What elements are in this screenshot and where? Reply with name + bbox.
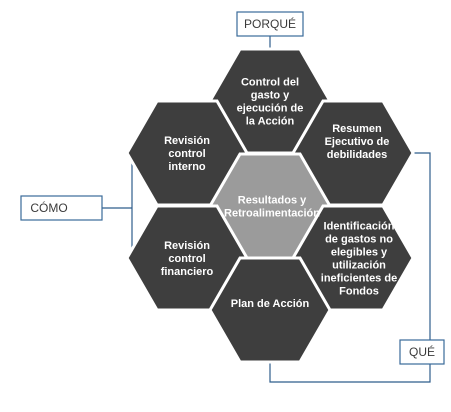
hexagon-label-line: ejecución de — [237, 103, 304, 115]
hexagon-label-line: Retroalimentación — [224, 208, 320, 220]
que-label: QUÉ — [409, 344, 435, 359]
label-boxes: PORQUÉ CÓMO QUÉ — [20, 11, 445, 365]
hexagons — [125, 47, 415, 364]
que-box — [399, 339, 445, 365]
hexagon-label-line: Resultados y — [238, 195, 307, 207]
como-box — [20, 195, 103, 221]
hexagon-label-line: Control del — [241, 77, 299, 89]
porque-label: PORQUÉ — [244, 16, 296, 31]
hexagon-label-line: elegibles y — [331, 247, 388, 259]
hexagon-label-line: de gastos no — [325, 234, 393, 246]
hexagon-label-line: Revisión — [164, 135, 210, 147]
hexagon-label-line: control — [168, 148, 205, 160]
hexagon-bottom — [208, 256, 332, 364]
como-label: CÓMO — [30, 200, 67, 215]
porque-box — [236, 11, 304, 37]
hexagon-label-line: utilización — [332, 260, 386, 272]
hexagon-label-line: financiero — [161, 266, 214, 278]
hexagon-label-line: Plan de Acción — [231, 298, 310, 310]
hexagon-label-line: la Acción — [246, 116, 295, 128]
hexagon-label-line: Fondos — [339, 286, 379, 298]
hexagon-label-line: control — [168, 253, 205, 265]
hexagon-label-line: interno — [168, 161, 206, 173]
hexagon-bottom-label: Plan de Acción — [231, 298, 310, 310]
hexagon-label-line: Identificación — [324, 221, 395, 233]
hexagon-label-line: Ejecutivo de — [325, 136, 390, 148]
hexagon-label-line: Revisión — [164, 240, 210, 252]
hexagon-label-line: gasto y — [251, 90, 290, 102]
hexagon-label-line: ineficientes de — [321, 273, 397, 285]
hexagon-label-line: Resumen — [332, 123, 382, 135]
hexagon-label-line: debilidades — [327, 149, 388, 161]
